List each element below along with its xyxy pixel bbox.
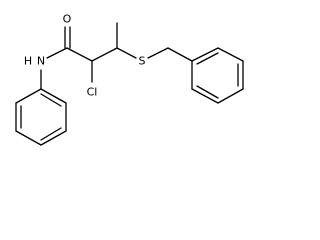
s-ch2-bond xyxy=(147,47,169,59)
anilide-ring xyxy=(15,88,67,146)
nitrogen-label: N xyxy=(37,55,45,68)
oxygen-label: O xyxy=(63,13,72,26)
sulfur-label: S xyxy=(139,55,146,68)
chemical-structure: O H N Cl S xyxy=(15,13,244,146)
alpha-beta-bond xyxy=(91,47,118,62)
hydrogen-label: H xyxy=(24,55,32,68)
carbonyl-alpha-bond xyxy=(66,47,93,62)
benzyl-ring xyxy=(191,47,244,104)
ch2-ring-bond xyxy=(167,47,193,62)
amide-c-n-bond xyxy=(46,47,68,59)
c-s-bond xyxy=(116,47,137,59)
chlorine-label: Cl xyxy=(87,86,98,99)
